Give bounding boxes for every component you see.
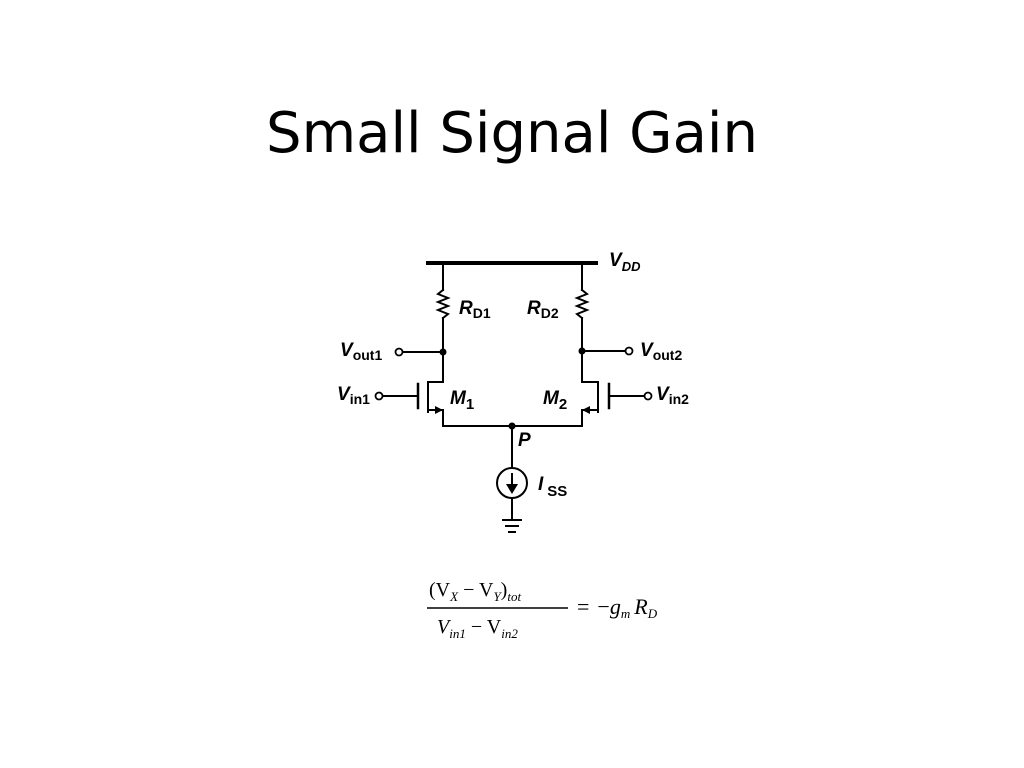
rd1-resistor: [435, 288, 451, 320]
vdd-label: VDD: [609, 250, 641, 274]
vout2-terminal: [624, 346, 634, 356]
node-p-dot: [508, 422, 516, 430]
vout2-label: Vout2: [640, 340, 682, 363]
equation-denominator: Vin1 − Vin2: [437, 616, 518, 641]
rd1-label: RD1: [459, 298, 491, 321]
slide-title: Small Signal Gain: [266, 100, 758, 166]
m1-source-arrow: [435, 406, 443, 414]
rd2-resistor: [574, 288, 590, 320]
node-p-label: P: [518, 430, 531, 451]
vout1-label: Vout1: [340, 340, 382, 363]
vout2-junction-dot: [578, 347, 586, 355]
rd2-label: RD2: [527, 298, 559, 321]
equation-numerator: (VX − VY)tot: [429, 579, 521, 604]
iss-arrow-head: [506, 484, 518, 494]
vin1-terminal: [374, 391, 384, 401]
vout1-junction-dot: [439, 348, 447, 356]
vin2-terminal: [643, 391, 653, 401]
m2-source-arrow: [582, 406, 590, 414]
m2-label: M2: [543, 388, 567, 413]
m1-label: M1: [450, 388, 474, 413]
vin1-label: Vin1: [337, 384, 370, 407]
vout1-terminal: [394, 347, 404, 357]
vin2-label: Vin2: [656, 384, 689, 407]
